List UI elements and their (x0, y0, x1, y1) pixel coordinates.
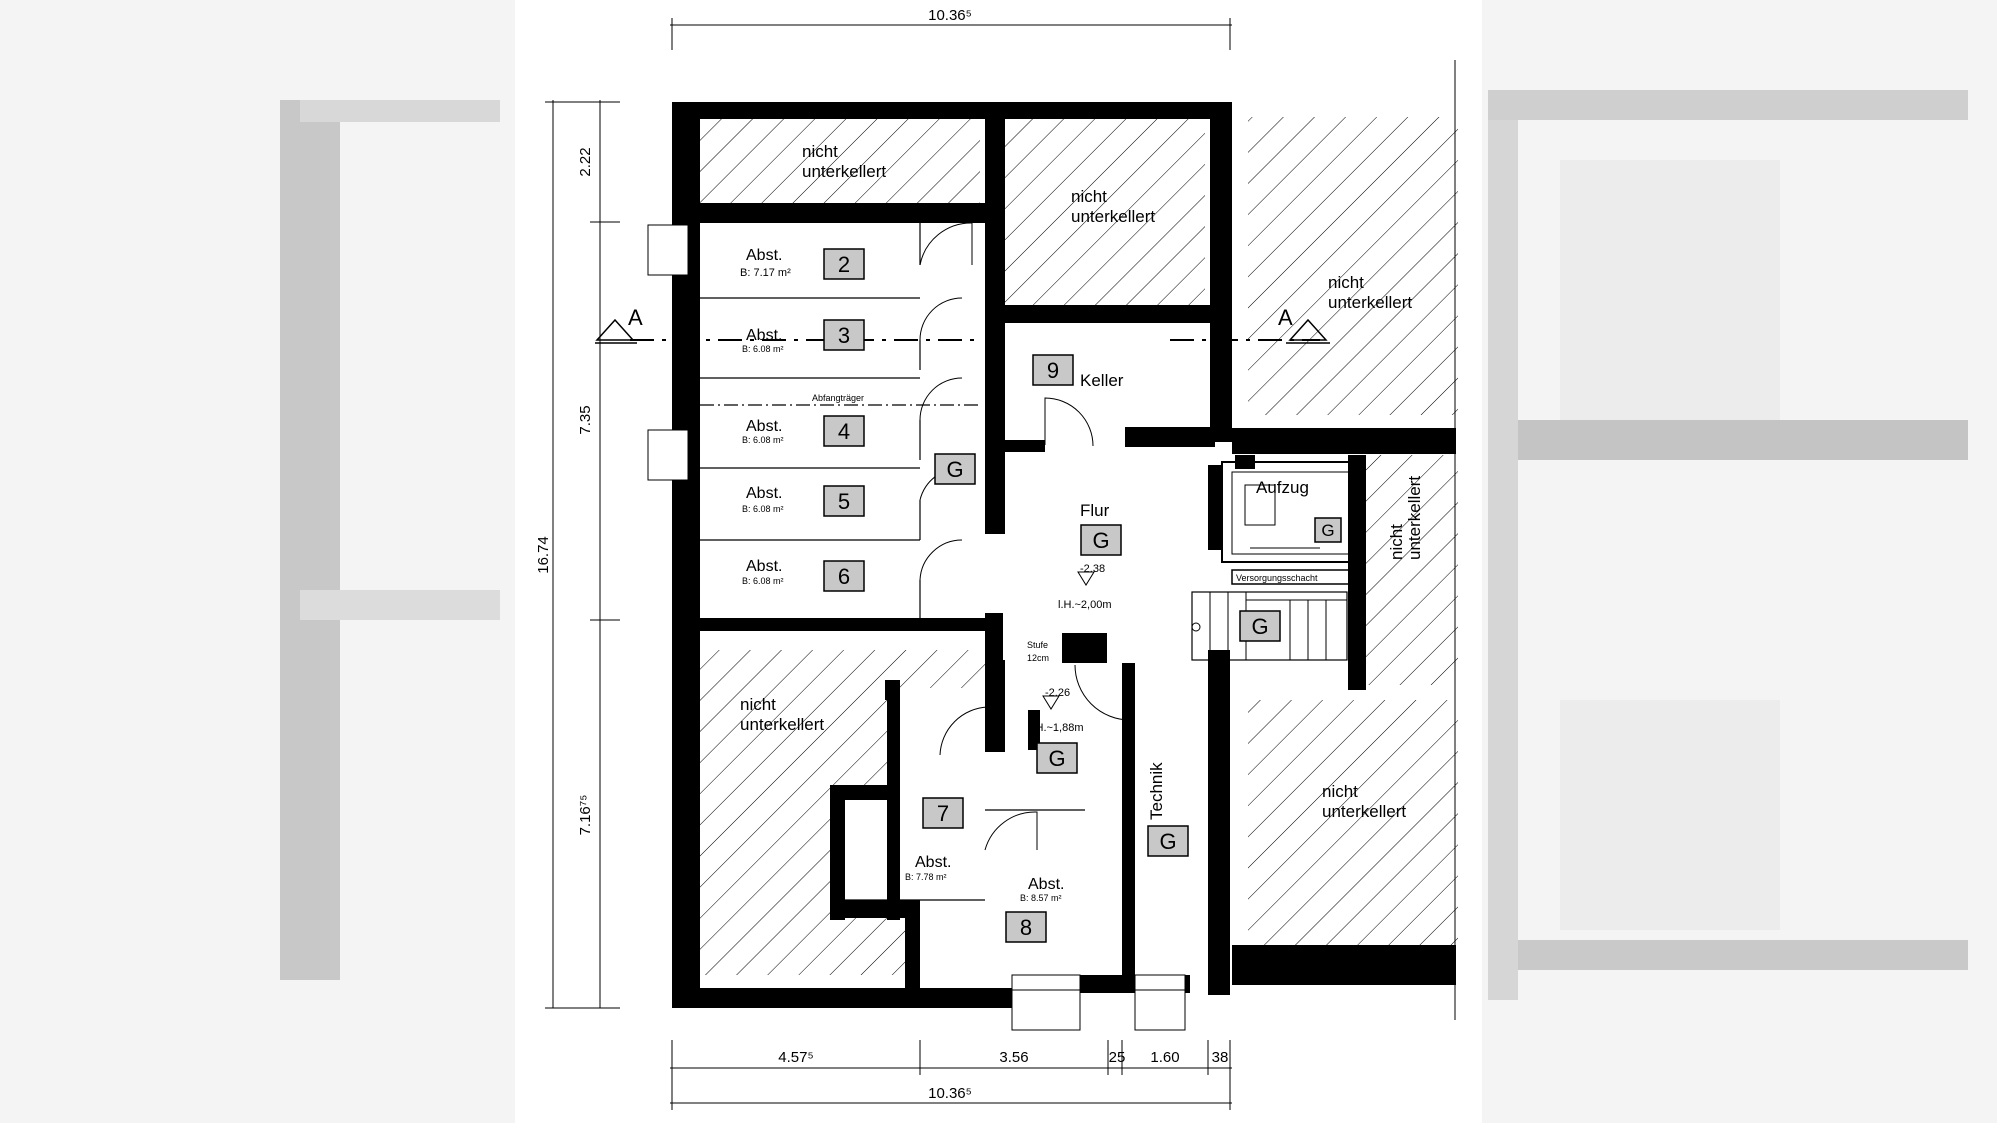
room7-name: Abst. (915, 854, 951, 871)
nu-label-5b: unterkellert (1322, 802, 1406, 821)
g-tag-flur: G (1092, 528, 1109, 553)
nu-label-2a: nicht (1071, 187, 1107, 206)
windows (647, 224, 1186, 1031)
nu-label-1a: nicht (802, 142, 838, 161)
tag-6: 6 (838, 564, 850, 589)
aufzug-label: Aufzug (1256, 478, 1309, 497)
storage-rooms: Abst. B: 7.17 m² Abst. B: 6.08 m² Abfang… (740, 247, 864, 586)
flur-level: -2.38 (1080, 563, 1105, 575)
room6-name: Abst. (746, 558, 782, 575)
dim-bottom-total: 10.36⁵ (928, 1085, 972, 1102)
step-label-2: 12cm (1027, 653, 1049, 663)
nu-label-5a: nicht (1322, 782, 1358, 801)
flur-label: Flur (1080, 501, 1110, 520)
technik-label: Technik (1147, 762, 1166, 820)
beam-label: Abfangträger (812, 393, 864, 403)
dim-bottom-2: 3.56 (999, 1049, 1028, 1066)
section-line (595, 318, 1330, 344)
room4-area: B: 6.08 m² (742, 435, 784, 445)
section-marker-left: A (628, 305, 643, 330)
tag-8: 8 (1020, 915, 1032, 940)
room2-area: B: 7.17 m² (740, 267, 791, 279)
room4-name: Abst. (746, 418, 782, 435)
lower-hall-height: l.H.~1,88m (1030, 722, 1084, 734)
dimension-labels: 10.36⁵ 10.36⁵ 4.57⁵ 3.56 25 1.60 38 16.7… (535, 7, 1228, 1102)
tag-5: 5 (838, 489, 850, 514)
keller-label: Keller (1080, 371, 1124, 390)
elevator-stair (1191, 461, 1361, 661)
tag-9: 9 (1047, 358, 1059, 383)
nu-label-4b: unterkellert (740, 715, 824, 734)
tag-7: 7 (937, 801, 949, 826)
dim-bottom-5: 38 (1212, 1049, 1229, 1066)
room3-area: B: 6.08 m² (742, 344, 784, 354)
nu-label-3b: unterkellert (1328, 293, 1412, 312)
lower-hall-level: -2.26 (1045, 687, 1070, 699)
g-tag-lower-hall: G (1048, 746, 1065, 771)
room8-area: B: 8.57 m² (1020, 893, 1062, 903)
room8-name: Abst. (1028, 876, 1064, 893)
nu-label-6a: nicht (1387, 524, 1406, 560)
dim-bottom-4: 1.60 (1150, 1049, 1179, 1066)
section-marker-right: A (1278, 305, 1293, 330)
shaft-label: Versorgungsschacht (1236, 573, 1318, 583)
dimension-lines (545, 18, 1456, 1110)
room6-area: B: 6.08 m² (742, 576, 784, 586)
nu-label-3a: nicht (1328, 273, 1364, 292)
dim-left-top: 2.22 (577, 147, 594, 176)
room3-name: Abst. (746, 327, 782, 344)
partitions (700, 223, 1085, 901)
tag-2: 2 (838, 252, 850, 277)
nu-label-1b: unterkellert (802, 162, 886, 181)
not-basement-labels: nicht unterkellert nicht unterkellert ni… (740, 142, 1424, 821)
room-number-tags: 2 3 4 5 6 9 7 8 (823, 248, 1074, 943)
dim-bottom-3: 25 (1109, 1049, 1126, 1066)
hatched-areas (700, 117, 1458, 975)
dim-left-total: 16.74 (535, 536, 552, 574)
nu-label-6b: unterkellert (1405, 476, 1424, 560)
nu-label-2b: unterkellert (1071, 207, 1155, 226)
step-label-1: Stufe (1027, 640, 1048, 650)
g-tag-storage: G (946, 457, 963, 482)
room-labels: Keller Flur -2.38 l.H.~2,00m Stufe 12cm … (905, 371, 1318, 903)
flur-height: l.H.~2,00m (1058, 599, 1112, 611)
dim-left-bottom: 7.16⁷⁵ (577, 795, 594, 836)
tag-3: 3 (838, 323, 850, 348)
room2-name: Abst. (746, 247, 782, 264)
g-tag-elevator: G (1321, 521, 1334, 540)
dim-bottom-1: 4.57⁵ (778, 1049, 813, 1066)
dim-left-middle: 7.35 (577, 405, 594, 434)
nu-label-4a: nicht (740, 695, 776, 714)
g-tag-technik: G (1159, 829, 1176, 854)
room7-area: B: 7.78 m² (905, 872, 947, 882)
room5-name: Abst. (746, 485, 782, 502)
tag-4: 4 (838, 419, 850, 444)
g-tags: G G G G G G (934, 453, 1342, 857)
section-markers: A A (628, 305, 1293, 330)
dim-top-total: 10.36⁵ (928, 7, 972, 24)
g-tag-stair: G (1251, 614, 1268, 639)
room5-area: B: 6.08 m² (742, 504, 784, 514)
